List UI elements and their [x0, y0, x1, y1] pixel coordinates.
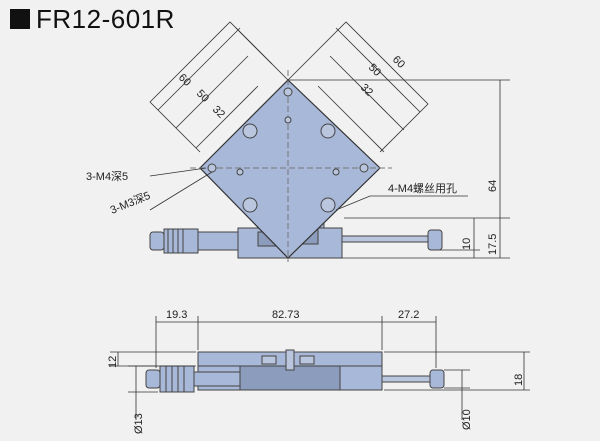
dims-left	[149, 21, 289, 153]
side-view	[145, 349, 445, 393]
side-screw-2	[299, 355, 315, 365]
callout-m4: 3-M4深5	[86, 170, 128, 183]
hole-right2	[332, 168, 340, 176]
dim-side-19-3: 19.3	[166, 309, 187, 321]
hole-br	[320, 197, 336, 213]
title-text: FR12-601R	[36, 4, 175, 34]
dim-height-64: 64	[487, 180, 499, 192]
micrometer-thimble	[163, 228, 199, 254]
side-dims	[110, 316, 530, 420]
callout-m3: 3-M3深5	[108, 189, 152, 217]
side-thimble	[159, 365, 195, 393]
dim-side-dia13: Ø13	[133, 413, 145, 434]
micrometer-cap-left	[149, 231, 165, 251]
title-square-icon	[10, 9, 30, 29]
dim-right-50: 50	[366, 62, 383, 79]
dim-side-dia10: Ø10	[461, 409, 473, 430]
dim-side-82-73: 82.73	[272, 309, 300, 321]
hole-bl	[242, 197, 258, 213]
hole-tl	[242, 123, 258, 139]
side-screw-1	[261, 355, 277, 365]
dim-left-60: 60	[176, 72, 193, 89]
dim-side-27-2: 27.2	[398, 309, 419, 321]
dim-side-18: 18	[513, 374, 525, 386]
dims-vertical	[288, 79, 510, 259]
side-pin	[285, 349, 295, 371]
hole-right	[359, 163, 369, 173]
rotated-plate	[199, 79, 381, 259]
micrometer-sleeve	[197, 231, 239, 251]
callout-screw-holes: 4-M4螺丝用孔	[388, 182, 457, 195]
dim-height-10: 10	[461, 238, 473, 250]
side-rod	[381, 375, 431, 383]
page-title: FR12-601R	[10, 4, 175, 35]
callout-lines	[149, 167, 468, 211]
dim-height-17-5: 17.5	[487, 234, 499, 255]
dim-left-32: 32	[210, 104, 227, 121]
dims-right	[287, 21, 429, 153]
dim-left-50: 50	[194, 88, 211, 105]
dim-side-12: 12	[107, 356, 119, 368]
hole-tr	[320, 123, 336, 139]
hole-left2	[236, 168, 244, 176]
rod-right	[341, 235, 431, 243]
side-sleeve	[193, 371, 241, 387]
side-knob	[429, 369, 445, 389]
dim-right-32: 32	[358, 82, 375, 99]
hole-top	[283, 87, 293, 97]
side-cap-left	[145, 369, 161, 389]
knob-right	[427, 229, 443, 251]
hole-left	[207, 163, 217, 173]
top-view	[149, 70, 443, 262]
hole-top2	[284, 116, 292, 124]
